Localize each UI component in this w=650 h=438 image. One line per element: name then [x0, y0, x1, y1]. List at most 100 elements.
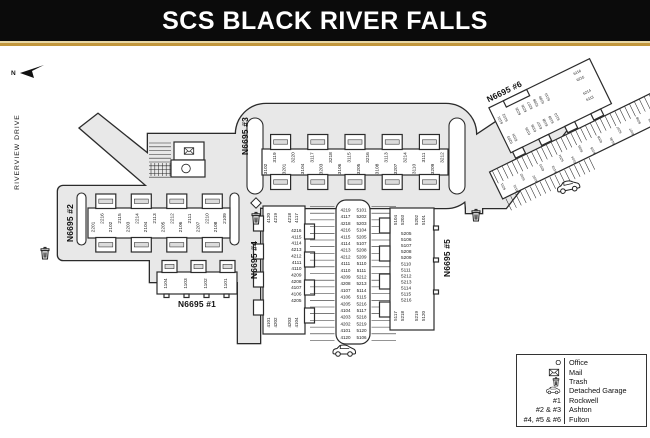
unit-number: 3207: [393, 163, 399, 174]
sidewalk-island: [229, 192, 240, 246]
unit-number: 5114: [401, 285, 411, 290]
unit-number: 3201: [281, 163, 287, 174]
legend-label: Fulton: [569, 414, 590, 424]
unit-number: 5104: [393, 214, 398, 225]
unit-number: 5205: [401, 231, 412, 236]
unit-number: 6206: [596, 135, 603, 143]
unit-number: 3212: [440, 152, 446, 163]
unit-number: 3115: [347, 152, 353, 163]
building-foot: [203, 293, 210, 299]
legend-row-office: O Office: [517, 358, 646, 368]
unit-number: 2205: [161, 221, 167, 232]
office-area: [149, 141, 206, 178]
unit-number: 1103: [183, 278, 189, 289]
garage-stall: [303, 307, 316, 324]
unit-number: 4101: [266, 317, 271, 328]
unit-number: 6108: [648, 118, 650, 126]
unit-number: 2109: [222, 213, 228, 224]
unit-number: 2203: [126, 221, 132, 232]
garage-door: [347, 139, 363, 145]
garage-stall: [378, 245, 391, 262]
legend-label: Mail: [569, 367, 583, 377]
garage-door: [422, 179, 437, 185]
unit-number: 2108: [213, 221, 219, 232]
unit-number: 4216: [340, 228, 351, 233]
unit-number: 5110: [401, 261, 411, 266]
unit-number: 4117: [294, 213, 299, 223]
unit-number: 4107: [291, 285, 302, 290]
unit-number: 2111: [187, 213, 193, 223]
mail-icon: [517, 367, 565, 377]
trash-icon: [471, 208, 481, 222]
unit-number: 6208: [635, 116, 642, 124]
unit-number: 5117: [393, 311, 398, 321]
unit-number: 4115: [341, 234, 351, 239]
building-4-5-6-symbol: #4, #5 & #6: [517, 414, 565, 424]
unit-number: 4114: [291, 241, 301, 246]
legend: O Office Mail Trash Detached Garage #1 R…: [516, 354, 647, 427]
unit-number: 6116: [573, 69, 582, 76]
unit-number: 5213: [356, 281, 367, 286]
unit-number: 5216: [401, 298, 412, 303]
office-icon: [181, 163, 191, 174]
unit-number: 3111: [421, 152, 427, 162]
garage-door: [273, 139, 288, 145]
unit-number: 6105: [524, 127, 531, 136]
garage-strip: 4219411742184216411541144213421241114110…: [310, 199, 396, 345]
unit-number: 5101: [421, 214, 426, 225]
building-3-label: N6695 #3: [240, 117, 250, 155]
garage-door: [134, 242, 149, 248]
unit-number: 6104: [570, 156, 577, 164]
unit-number: 3216: [365, 152, 371, 163]
garage-door: [310, 139, 326, 145]
unit-number: 4212: [340, 254, 351, 259]
unit-number: 6203: [506, 135, 513, 144]
unit-number: 4202: [340, 321, 351, 326]
unit-number: 2207: [196, 221, 202, 232]
unit-number: 5115: [357, 295, 367, 300]
unit-number: 6109: [548, 115, 555, 124]
unit-number: 1102: [203, 278, 209, 289]
unit-number: 4203: [340, 315, 351, 320]
unit-number: 1104: [163, 278, 169, 289]
unit-number: 6205: [515, 107, 522, 116]
office-parking-lines: [149, 142, 171, 178]
unit-number: 4115: [291, 234, 301, 239]
garage-stall: [378, 301, 391, 318]
trash-icon: [40, 246, 50, 260]
unit-number: 2212: [169, 213, 175, 224]
unit-number: 5202: [356, 214, 367, 219]
unit-number: 4209: [291, 272, 302, 277]
unit-number: 5111: [357, 268, 367, 273]
unit-number: 6108: [542, 118, 549, 127]
north-arrow-icon: [20, 65, 44, 78]
unit-number: 3220: [291, 152, 297, 163]
unit-number: 4213: [340, 248, 351, 253]
building-foot: [163, 293, 170, 299]
unit-number: 4219: [340, 208, 351, 213]
unit-number: 4106: [291, 292, 302, 297]
garage-stall: [252, 243, 265, 260]
unit-number: 2201: [91, 221, 97, 232]
unit-number: 4202: [273, 317, 278, 328]
unit-number: 6207: [526, 101, 533, 110]
garage-stall: [537, 133, 553, 147]
legend-row-fulton: #4, #5 & #6 Fulton: [517, 414, 646, 424]
north-label: N: [11, 70, 16, 77]
unit-number: 4111: [292, 260, 302, 265]
unit-number: 5216: [356, 301, 367, 306]
unit-number: 6113: [586, 95, 595, 102]
unit-number: 3119: [272, 152, 278, 163]
legend-row-trash: Trash: [517, 376, 646, 387]
unit-number: 6214: [583, 89, 592, 96]
unit-number: 5120: [421, 310, 426, 321]
unit-number: 4106: [340, 295, 351, 300]
unit-number: 4107: [340, 288, 351, 293]
car-icon: [332, 344, 356, 357]
garage-stall: [378, 273, 391, 290]
unit-number: 6102: [532, 174, 539, 182]
title-bar: SCS BLACK RIVER FALLS: [0, 0, 650, 41]
unit-number: 4205: [340, 301, 351, 306]
unit-number: 6215: [576, 75, 585, 82]
